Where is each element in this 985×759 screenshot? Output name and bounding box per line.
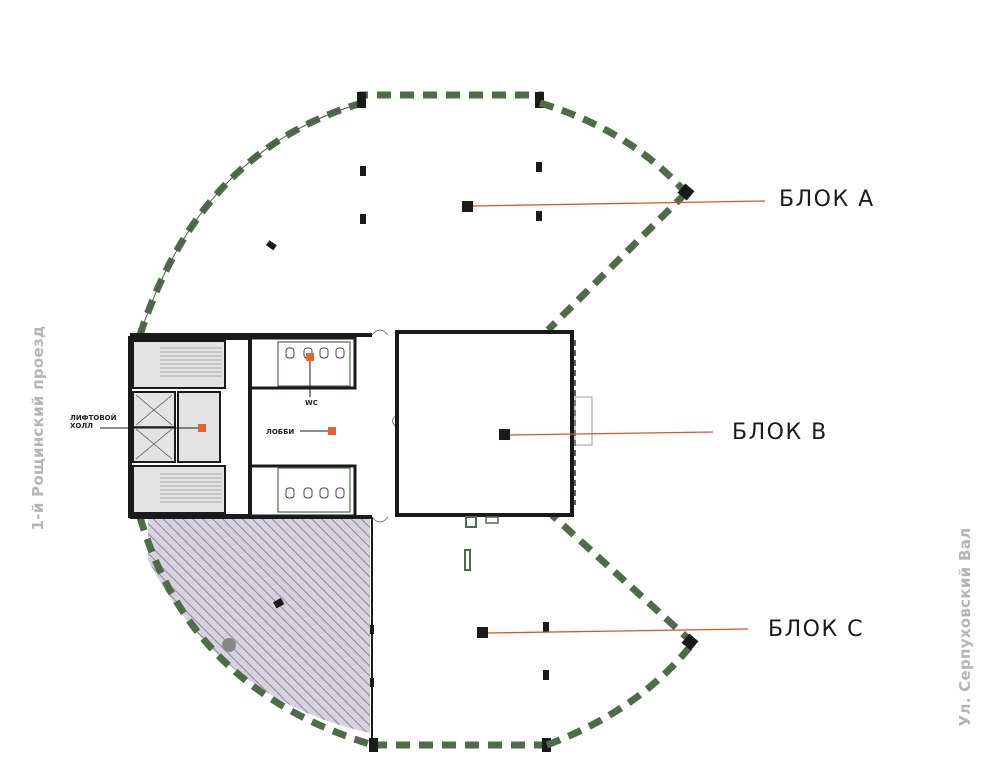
wc-label: WC bbox=[305, 399, 318, 407]
shaft-small bbox=[464, 549, 471, 571]
corner-se bbox=[542, 738, 551, 752]
elevator-hall-label-line2: ХОЛЛ bbox=[70, 422, 93, 430]
elevator-hall-label-line1: ЛИФТОВОЙ bbox=[70, 414, 117, 422]
street-label-right: Ул. Серпуховский Вал bbox=[956, 527, 974, 727]
corner-sw bbox=[369, 738, 378, 752]
block-b-room bbox=[395, 330, 574, 517]
stair-south bbox=[132, 465, 226, 514]
elevator-crosses bbox=[133, 394, 175, 460]
corner-ne bbox=[535, 92, 544, 108]
stair-north bbox=[132, 340, 226, 389]
block-b-balcony bbox=[574, 396, 593, 446]
stair-south-treads bbox=[160, 473, 222, 503]
elevator-hall-label: ЛИФТОВОЙ ХОЛЛ bbox=[70, 414, 116, 430]
leader-lines bbox=[472, 200, 766, 634]
wc-south bbox=[248, 464, 357, 518]
wc-north bbox=[248, 336, 357, 390]
block-b-label: БЛОК В bbox=[732, 420, 828, 445]
wc-south-inner bbox=[277, 467, 351, 513]
block-markers bbox=[462, 201, 510, 638]
facade-north-west bbox=[136, 99, 363, 337]
column-round bbox=[222, 638, 236, 652]
facade-north-west-inner bbox=[139, 102, 363, 336]
facade-north-east bbox=[538, 99, 689, 196]
room-markers bbox=[100, 353, 336, 435]
corner-nw bbox=[357, 92, 366, 108]
block-c-label: БЛОК С bbox=[768, 617, 864, 642]
facade-east-a bbox=[545, 190, 689, 333]
wc-south-stalls bbox=[285, 487, 345, 499]
hatched-zone bbox=[148, 517, 370, 733]
corner-e-c bbox=[681, 633, 699, 651]
facade-south-west bbox=[136, 516, 375, 749]
shaft-small-3 bbox=[485, 516, 499, 524]
block-a-label: БЛОК А bbox=[779, 187, 875, 212]
wc-north-stalls bbox=[285, 347, 345, 359]
wc-north-inner bbox=[277, 341, 351, 387]
corner-e-a bbox=[677, 183, 695, 201]
lobby-label: ЛОББИ bbox=[266, 428, 295, 436]
facade-south-east bbox=[545, 640, 696, 749]
shaft-small-2 bbox=[465, 516, 477, 528]
street-label-left: 1-й Рощинский проезд bbox=[29, 325, 47, 531]
stair-north-treads bbox=[160, 347, 222, 377]
columns bbox=[266, 162, 549, 687]
facade-north bbox=[358, 91, 544, 103]
lobby-doors bbox=[371, 329, 398, 523]
facade-east-c bbox=[549, 512, 696, 646]
